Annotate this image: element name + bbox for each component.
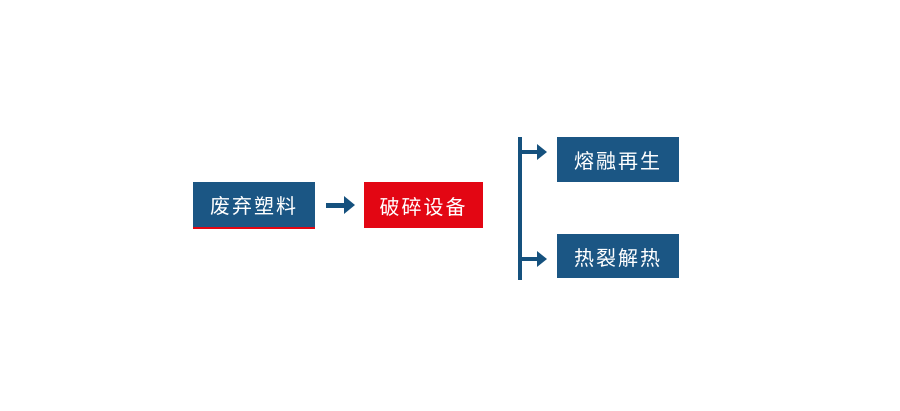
node-melt-regeneration-label: 熔融再生 bbox=[574, 151, 662, 173]
branch-vertical-line bbox=[518, 137, 522, 280]
node-crushing-equipment: 破碎设备 bbox=[364, 182, 483, 228]
node-melt-regeneration: 熔融再生 bbox=[557, 137, 679, 182]
arrow-stem bbox=[522, 257, 538, 261]
branch-top-right-arrow-icon bbox=[522, 144, 548, 160]
node-pyrolysis-heat: 热裂解热 bbox=[557, 234, 679, 278]
branch-bottom-right-arrow-icon bbox=[522, 251, 548, 267]
node-waste-plastic-label: 废弃塑料 bbox=[210, 196, 298, 218]
arrow-head bbox=[537, 251, 547, 267]
right-arrow-icon bbox=[326, 196, 355, 215]
arrow-stem bbox=[326, 203, 346, 208]
arrow-head bbox=[344, 196, 355, 214]
node-pyrolysis-heat-label: 热裂解热 bbox=[574, 247, 662, 270]
node-waste-plastic: 废弃塑料 bbox=[193, 182, 315, 229]
node-crushing-equipment-label: 破碎设备 bbox=[379, 196, 468, 219]
arrow-head bbox=[537, 144, 547, 160]
arrow-stem bbox=[522, 150, 538, 154]
